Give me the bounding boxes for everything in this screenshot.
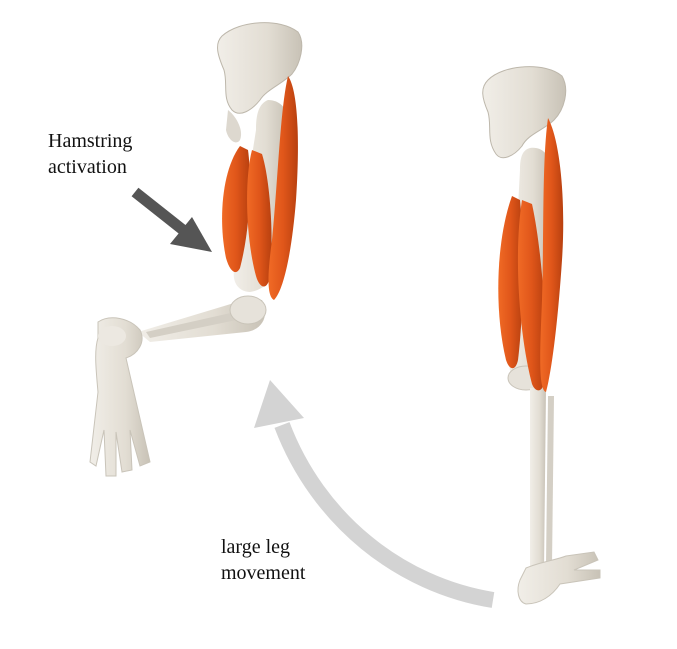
movement-arrow <box>254 380 495 608</box>
right-tibia <box>530 388 546 572</box>
hamstring-label-line-1: Hamstring <box>48 130 133 152</box>
left-pelvis <box>217 22 303 114</box>
hamstring-pointer-arrow <box>131 187 212 252</box>
large-leg-movement-label: large leg movement <box>221 534 305 586</box>
right-pelvis <box>482 66 567 159</box>
right-hamstring-3 <box>540 118 564 392</box>
hamstring-activation-label: Hamstring activation <box>48 128 132 180</box>
right-foot <box>517 551 601 605</box>
movement-label-line-2: movement <box>221 562 306 584</box>
right-fibula <box>546 396 554 566</box>
hamstring-label-line-2: activation <box>48 156 127 178</box>
left-hamstring-3 <box>268 76 298 300</box>
right-hamstring-2 <box>517 200 546 391</box>
left-hamstring-2 <box>247 150 272 287</box>
right-hamstring-1 <box>498 196 523 369</box>
left-foot <box>89 317 151 477</box>
left-hamstring-1 <box>222 146 250 273</box>
flexed-leg-skeleton <box>89 22 303 477</box>
straight-leg-hamstrings <box>498 118 564 392</box>
movement-label-line-1: large leg <box>221 536 291 558</box>
flexed-leg-hamstrings <box>222 76 298 300</box>
